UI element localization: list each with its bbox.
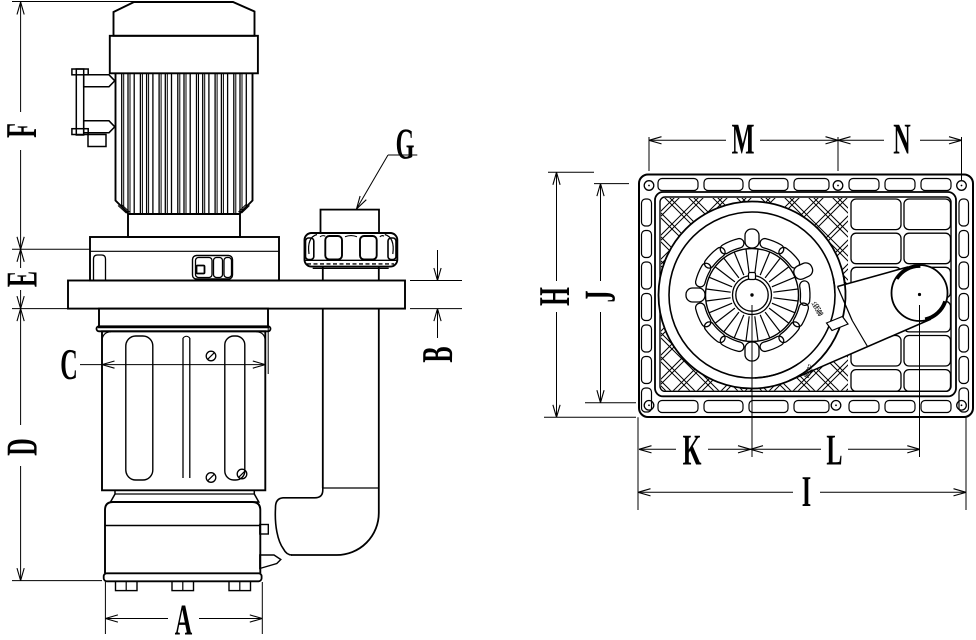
svg-text:G: G [396, 120, 415, 169]
svg-text:A: A [175, 596, 193, 640]
svg-text:E: E [0, 271, 47, 287]
svg-text:H: H [530, 287, 579, 306]
svg-text:L: L [826, 426, 842, 475]
svg-text:B: B [413, 346, 462, 362]
svg-text:M: M [732, 115, 755, 164]
svg-text:K: K [683, 426, 702, 475]
svg-text:F: F [0, 123, 46, 138]
svg-text:I: I [802, 467, 811, 516]
svg-text:D: D [0, 438, 46, 455]
svg-text:C: C [60, 340, 77, 389]
svg-text:J: J [576, 290, 625, 302]
svg-text:N: N [893, 115, 911, 164]
